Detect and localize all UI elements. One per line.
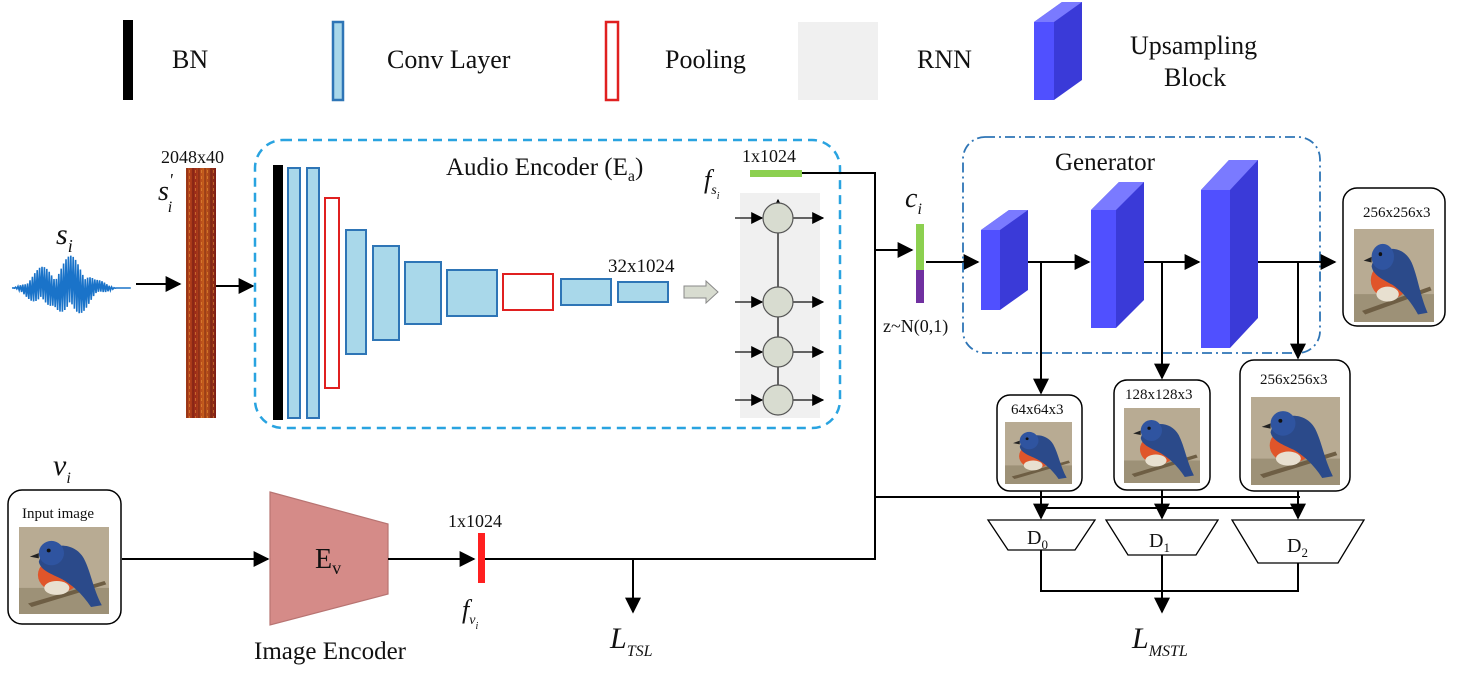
image-encoder-caption: Image Encoder bbox=[254, 638, 407, 665]
rnn-cell-2 bbox=[762, 286, 794, 318]
waveform-icon bbox=[11, 255, 131, 314]
spectrogram-label: s'i bbox=[158, 170, 174, 216]
audio-encoder: Audio Encoder (Ea) 32x1024 1x1024 fsi bbox=[253, 138, 842, 430]
audio-feature-vector bbox=[750, 170, 802, 177]
rnn-block bbox=[735, 193, 825, 418]
discriminator-0: D0 bbox=[986, 519, 1097, 552]
generated-image-128: 128x128x3 bbox=[1113, 379, 1211, 491]
generator: Generator bbox=[962, 136, 1337, 395]
upsampling-block-3 bbox=[1201, 160, 1258, 348]
bn-layer bbox=[273, 165, 283, 420]
audio-feature-dim-label: 1x1024 bbox=[742, 146, 796, 166]
block-arrow-to-rnn bbox=[683, 279, 719, 305]
legend: BN Conv Layer Pooling RNN Upsampling Blo… bbox=[123, 2, 1257, 102]
pooling-layer-2 bbox=[502, 273, 554, 311]
legend-bn-swatch bbox=[123, 20, 133, 100]
legend-bn-label: BN bbox=[172, 45, 208, 74]
image-encoder-trapezoid bbox=[269, 491, 389, 626]
legend-upsampling-swatch bbox=[1034, 2, 1082, 100]
legend-rnn-swatch bbox=[798, 22, 878, 100]
connector-image-feature bbox=[485, 496, 1300, 560]
legend-conv-swatch bbox=[331, 20, 345, 102]
rnn-cell-3 bbox=[762, 336, 794, 368]
pooling-layer-1 bbox=[324, 197, 340, 389]
discriminator-1: D1 bbox=[1104, 519, 1220, 556]
noise-label: z~N(0,1) bbox=[883, 316, 948, 337]
image-feature-label: fvi bbox=[462, 595, 478, 632]
output-64-dim-label: 64x64x3 bbox=[1011, 402, 1064, 418]
generated-image-64: 64x64x3 bbox=[996, 394, 1083, 492]
legend-pooling-label: Pooling bbox=[665, 45, 746, 74]
rnn-cell-1 bbox=[762, 202, 794, 234]
output-256-dim-label: 256x256x3 bbox=[1260, 372, 1328, 388]
conv-layer-4 bbox=[372, 245, 400, 341]
legend-conv-label: Conv Layer bbox=[387, 45, 511, 74]
condition-label: ci bbox=[905, 183, 922, 218]
conv-layer-6 bbox=[446, 269, 498, 317]
image-feature-dim-label: 1x1024 bbox=[448, 511, 502, 531]
audio-signal-label: si bbox=[56, 218, 73, 256]
generator-border bbox=[962, 136, 1321, 354]
audio-input: si bbox=[11, 218, 131, 314]
conv-output-dim-label: 32x1024 bbox=[608, 256, 675, 277]
image-encoder-symbol: Ev bbox=[315, 544, 341, 578]
discriminator-2-label: D2 bbox=[1287, 535, 1308, 560]
condition-purple-segment bbox=[916, 270, 924, 303]
discriminator-2: D2 bbox=[1230, 519, 1366, 564]
mstl-loss-label: LMSTL bbox=[1131, 622, 1188, 660]
conv-layer-2 bbox=[306, 167, 320, 419]
image-feature-vector bbox=[478, 533, 485, 583]
image-feature: 1x1024 fvi bbox=[448, 511, 502, 632]
discriminator-0-label: D0 bbox=[1027, 527, 1048, 552]
legend-upsampling-label-line1: Upsampling bbox=[1130, 31, 1257, 60]
audio-feature-label: fsi bbox=[704, 165, 720, 202]
generator-title: Generator bbox=[1055, 149, 1156, 176]
conv-layer-3 bbox=[345, 229, 367, 355]
generated-image-final: 256x256x3 bbox=[1342, 187, 1446, 327]
audio-encoder-title: Audio Encoder (Ea) bbox=[446, 154, 643, 185]
spectrogram: 2048x40 s'i bbox=[158, 147, 224, 418]
image-encoder: Ev Image Encoder bbox=[254, 491, 407, 665]
input-image-label: Input image bbox=[22, 506, 94, 522]
upsampling-block-2 bbox=[1091, 182, 1144, 328]
conv-layer-5 bbox=[404, 261, 442, 325]
conv-layer-1 bbox=[287, 167, 301, 419]
audio-encoder-border bbox=[253, 138, 842, 430]
image-input-symbol: vi bbox=[53, 449, 71, 487]
input-bird-image bbox=[19, 527, 109, 614]
spectrogram-dim-label: 2048x40 bbox=[161, 147, 224, 167]
final-output-dim-label: 256x256x3 bbox=[1363, 205, 1431, 221]
condition-green-segment bbox=[916, 224, 924, 270]
arrow-audio-feature-to-condition bbox=[802, 172, 914, 258]
connector-discriminators-to-mstl bbox=[1040, 550, 1299, 592]
tsl-loss-label: LTSL bbox=[609, 622, 653, 660]
conv-layer-7 bbox=[560, 278, 612, 306]
condition-vector: ci z~N(0,1) bbox=[883, 183, 948, 337]
discriminator-1-label: D1 bbox=[1149, 530, 1170, 555]
upsampling-block-1 bbox=[981, 210, 1028, 310]
generated-image-256: 256x256x3 bbox=[1239, 359, 1351, 492]
legend-pooling-swatch bbox=[604, 20, 620, 102]
rnn-cells bbox=[735, 202, 825, 416]
image-input: vi Input image bbox=[7, 449, 122, 625]
rnn-cell-4 bbox=[762, 384, 794, 416]
conv-layer-8 bbox=[617, 281, 669, 303]
legend-upsampling-label-line2: Block bbox=[1164, 63, 1226, 92]
output-128-dim-label: 128x128x3 bbox=[1125, 387, 1193, 403]
legend-rnn-label: RNN bbox=[917, 45, 972, 74]
